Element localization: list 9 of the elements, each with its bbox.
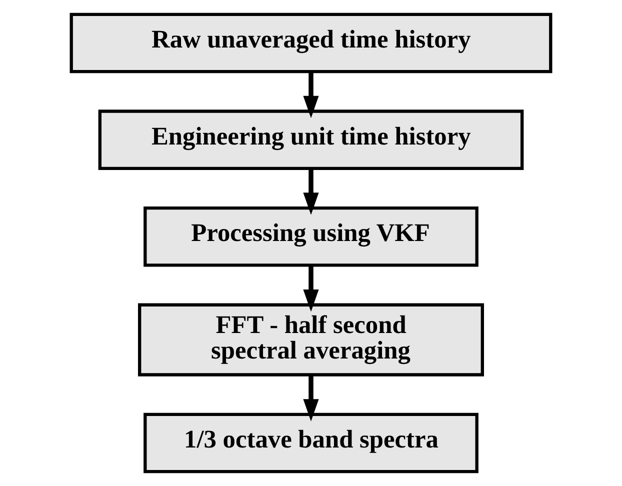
node-box: Raw unaveraged time history — [70, 12, 552, 74]
arrow — [303, 168, 319, 215]
arrow — [303, 266, 319, 312]
node-box: FFT - half second spectral averaging — [138, 303, 484, 376]
arrow — [303, 375, 319, 422]
node-box: Processing using VKF — [144, 206, 478, 267]
node-box: 1/3 octave band spectra — [144, 412, 478, 474]
node-box: Engineering unit time history — [98, 110, 524, 170]
arrow — [303, 72, 319, 118]
